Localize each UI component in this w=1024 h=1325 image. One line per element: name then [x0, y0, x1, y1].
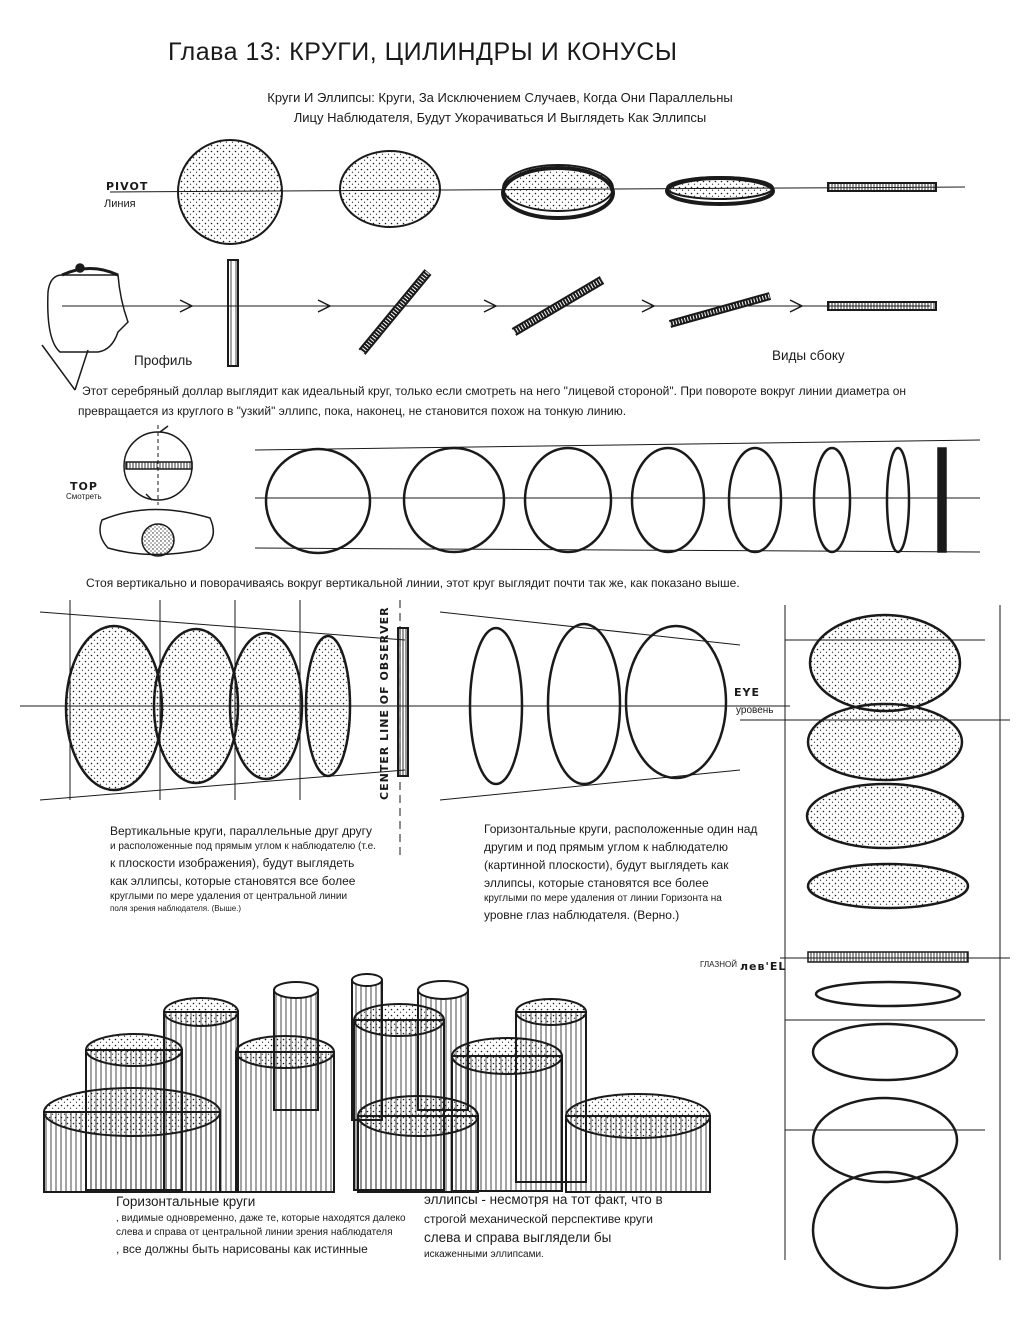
vertical-ellipses: [20, 600, 790, 860]
bottom-left-caption-line: , все должны быть нарисованы как истинны…: [116, 1242, 368, 1256]
profile-row: [41, 259, 937, 391]
right-caption-line: уровне глаз наблюдателя. (Верно.): [484, 908, 680, 922]
level-label: уровень: [736, 705, 774, 716]
subtitle-line-1: Круги И Эллипсы: Круги, За Исключением С…: [267, 90, 733, 105]
eye-level-small-label: ГЛАЗНОЙ: [700, 960, 737, 969]
section1-caption-line-2: превращается из круглого в "узкий" эллип…: [78, 404, 627, 418]
page-title: Глава 13: КРУГИ, ЦИЛИНДРЫ И КОНУСЫ: [168, 38, 678, 66]
right-caption-block: Горизонтальные круги, расположенные один…: [484, 820, 784, 924]
line-label: Линия: [104, 198, 136, 210]
left-caption-block: Вертикальные круги, параллельные друг др…: [110, 822, 410, 913]
top-label: TOP: [70, 480, 98, 493]
right-caption-line: другим и под прямым углом к наблюдателю: [484, 840, 728, 854]
left-caption-line: Вертикальные круги, параллельные друг др…: [110, 824, 373, 838]
eye-level-large-label: лев'EL: [740, 960, 787, 973]
center-line-label: CENTER LINE OF OBSERVER: [378, 606, 391, 800]
section1-caption-line-1: Этот серебряный доллар выглядит как идеа…: [82, 384, 907, 398]
cylinders-group: [43, 973, 711, 1193]
bottom-right-caption-line: строгой механической перспективе круги: [424, 1212, 653, 1226]
eye-label: EYE: [734, 686, 760, 699]
bottom-right-caption-line: искаженными эллипсами.: [424, 1249, 544, 1260]
horizontal-ellipses: [740, 605, 1010, 1290]
coin-rotation-row: [109, 139, 966, 245]
left-caption-line: к плоскости изображения), будут выглядет…: [110, 856, 355, 870]
pivot-label: PIVOT: [106, 180, 149, 193]
right-caption-line: (картинной плоскости), будут выглядеть к…: [484, 858, 729, 872]
right-caption-line: эллипсы, которые становятся все более: [484, 876, 709, 890]
left-caption-line: поля зрения наблюдателя. (Выше.): [110, 904, 242, 913]
left-caption-line: и расположенные под прямым углом к наблю…: [110, 841, 376, 852]
left-caption-line: как эллипсы, которые становятся все боле…: [110, 874, 356, 888]
bottom-right-caption-line: слева и справа выглядели бы: [424, 1230, 612, 1245]
subtitle-line-2: Лицу Наблюдателя, Будут Укорачиваться И …: [293, 110, 707, 125]
bottom-left-caption-line: , видимые одновременно, даже те, которые…: [116, 1213, 406, 1224]
bottom-right-caption: эллипсы - несмотря на тот факт, что в ст…: [424, 1190, 724, 1262]
bottom-left-caption: Горизонтальные круги , видимые одновреме…: [116, 1192, 416, 1258]
left-caption-line: круглыми по мере удаления от центральной…: [110, 891, 348, 902]
right-caption-line: круглыми по мере удаления от линии Гориз…: [484, 893, 722, 904]
profile-label: Профиль: [134, 353, 193, 368]
right-caption-line: Горизонтальные круги, расположенные один…: [484, 822, 758, 836]
bottom-right-caption-line: эллипсы - несмотря на тот факт, что в: [424, 1192, 663, 1207]
bottom-left-caption-line: слева и справа от центральной линии зрен…: [116, 1227, 393, 1238]
section2-caption: Стоя вертикально и поворачиваясь вокруг …: [86, 576, 740, 590]
top-view-row: [99, 425, 981, 557]
view-label: Смотреть: [66, 492, 102, 501]
side-views-label: Виды сбоку: [772, 348, 845, 363]
bottom-left-caption-line: Горизонтальные круги: [116, 1194, 256, 1209]
